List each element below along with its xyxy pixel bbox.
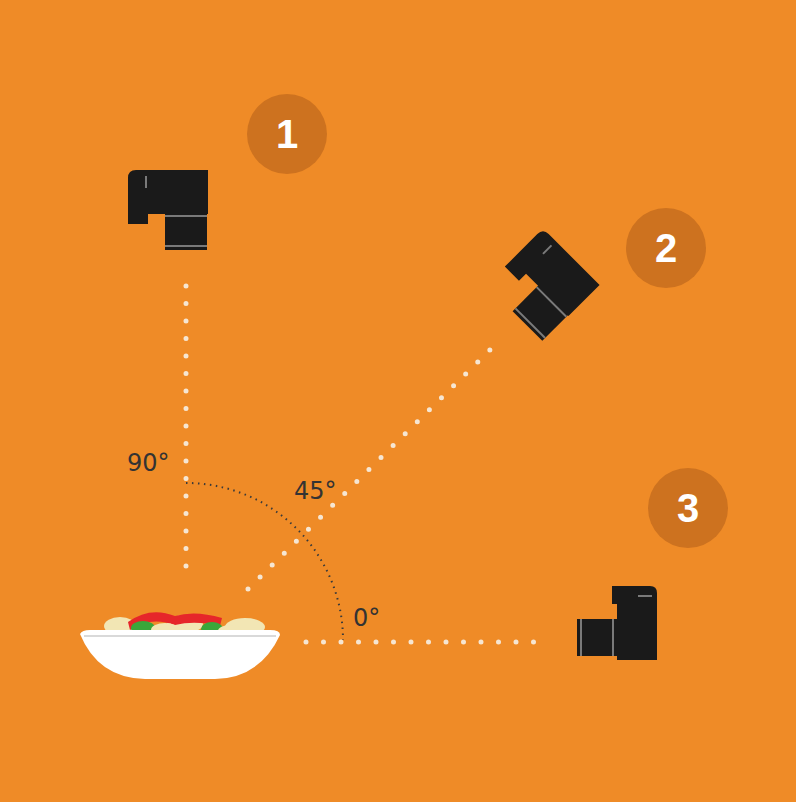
sight-line [184, 286, 189, 580]
sight-line [306, 640, 546, 645]
callout-text: 3 [677, 488, 699, 528]
camera-top [128, 170, 208, 250]
food-bowl [80, 612, 280, 679]
sight-line [248, 340, 500, 589]
angle-label: 0° [353, 606, 380, 630]
camera-side [577, 586, 657, 660]
callout-number: 2 [626, 208, 706, 288]
callout-number: 3 [648, 468, 728, 548]
angle-label: 45° [294, 479, 337, 503]
angle-label: 90° [127, 451, 170, 475]
callout-number: 1 [247, 94, 327, 174]
callout-text: 1 [276, 114, 298, 154]
camera-angled [486, 228, 599, 341]
callout-text: 2 [655, 228, 677, 268]
